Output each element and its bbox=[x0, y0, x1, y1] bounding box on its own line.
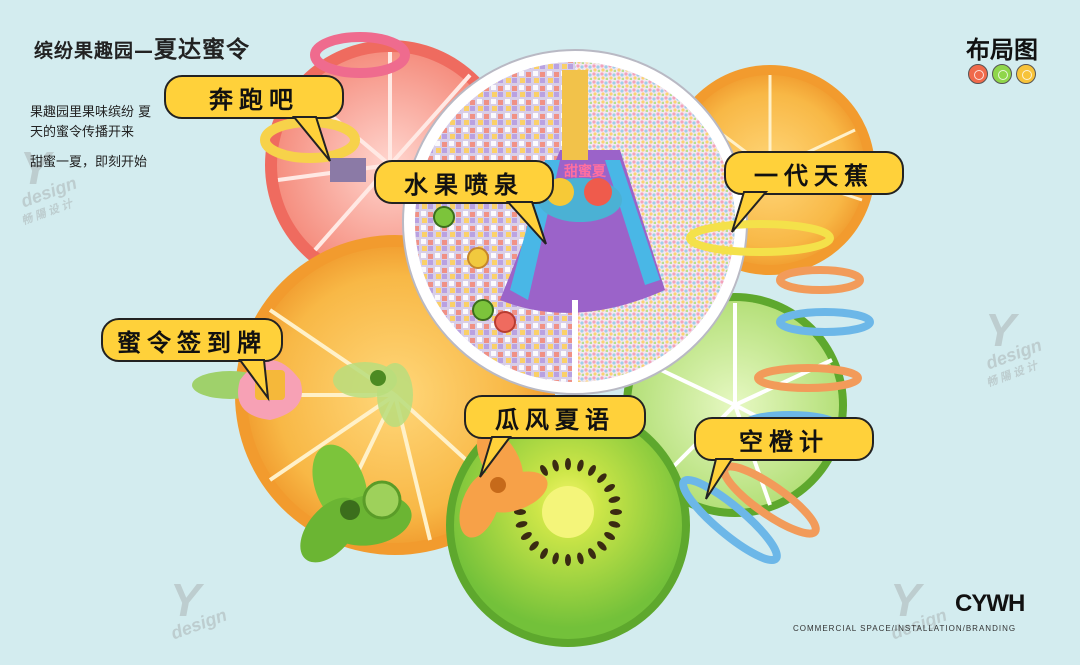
brand-logo: CYWH bbox=[955, 590, 1025, 617]
pit-sign-text: 甜蜜夏 bbox=[564, 163, 607, 180]
description-line-1: 果趣园里果味缤纷 夏 bbox=[30, 105, 152, 120]
callout-sign-label: 蜜令签到牌 bbox=[117, 328, 267, 357]
callout-swing-label: 空橙计 bbox=[739, 427, 829, 456]
callout-fountain-label: 水果喷泉 bbox=[404, 170, 524, 199]
pit-fruits bbox=[433, 206, 516, 333]
kiwi-seed bbox=[597, 473, 607, 483]
callout-generation-tail bbox=[731, 191, 769, 233]
kiwi-seed bbox=[552, 459, 559, 472]
ball-pit: 甜蜜夏 bbox=[402, 49, 748, 395]
kiwi-seed bbox=[588, 548, 596, 560]
callout-run-tail bbox=[291, 116, 331, 162]
kiwi-seed bbox=[577, 459, 584, 472]
kiwi-seed bbox=[565, 554, 571, 566]
kiwi-seed bbox=[540, 464, 548, 476]
orange-icon bbox=[1016, 64, 1036, 84]
callout-run: 奔跑吧 bbox=[164, 75, 344, 119]
watermark: Y design 畅 陽 设 计 bbox=[18, 142, 80, 228]
callout-swing: 空橙计 bbox=[694, 417, 874, 461]
watermark: Y design bbox=[168, 574, 230, 644]
callout-fan-tail bbox=[479, 436, 512, 478]
watermark: Y design 畅 陽 设 计 bbox=[983, 304, 1045, 390]
kiwi-seed bbox=[540, 548, 548, 560]
description-line-3: 甜蜜一夏，即刻开始 bbox=[30, 155, 148, 170]
callout-swing-tail bbox=[705, 458, 734, 500]
layout-title: 布局图 bbox=[966, 36, 1038, 64]
page-title: 缤纷果趣园—夏达蜜令 bbox=[34, 30, 250, 64]
kiwi-seed bbox=[610, 509, 622, 515]
callout-fan-label: 瓜风夏语 bbox=[495, 405, 615, 434]
callout-sign-tail bbox=[238, 359, 270, 402]
kiwi-seed bbox=[608, 521, 621, 528]
strawberry-icon bbox=[968, 64, 988, 84]
kiwi-seed bbox=[604, 484, 616, 492]
title-sub: 夏达蜜令 bbox=[154, 37, 251, 63]
fan-kiwi bbox=[300, 444, 412, 563]
title-main: 缤纷果趣园 bbox=[34, 40, 135, 62]
kiwi-seed bbox=[515, 521, 528, 528]
fruit-icon-legend bbox=[968, 64, 1036, 84]
kiwi-seed bbox=[577, 552, 584, 565]
kiwi-seed bbox=[529, 541, 539, 551]
description-line-2: 天的蜜令传播开来 bbox=[30, 125, 135, 140]
callout-fountain: 水果喷泉 bbox=[374, 160, 554, 204]
kiwi-seed bbox=[588, 464, 596, 476]
callout-fan: 瓜风夏语 bbox=[464, 395, 646, 439]
kiwi-seed bbox=[565, 458, 571, 470]
brand-tagline: COMMERCIAL SPACE/INSTALLATION/BRANDING bbox=[793, 624, 1017, 633]
kiwi-seed bbox=[608, 496, 621, 503]
kiwi-seed bbox=[604, 532, 616, 540]
kiwi-seed bbox=[514, 509, 526, 515]
callout-run-label: 奔跑吧 bbox=[209, 85, 299, 114]
callout-generation: 一代天蕉 bbox=[724, 151, 904, 195]
kiwi-icon bbox=[992, 64, 1012, 84]
callout-generation-label: 一代天蕉 bbox=[754, 161, 874, 190]
kiwi-seed bbox=[597, 541, 607, 551]
callout-sign: 蜜令签到牌 bbox=[101, 318, 283, 362]
kiwi-seed bbox=[552, 552, 559, 565]
fan-lime bbox=[333, 362, 413, 427]
kiwi-seed bbox=[520, 532, 532, 540]
callout-fountain-tail bbox=[506, 201, 547, 245]
fan-orange bbox=[459, 429, 548, 538]
watermark: Y design bbox=[888, 574, 950, 644]
title-dash: — bbox=[134, 40, 155, 62]
